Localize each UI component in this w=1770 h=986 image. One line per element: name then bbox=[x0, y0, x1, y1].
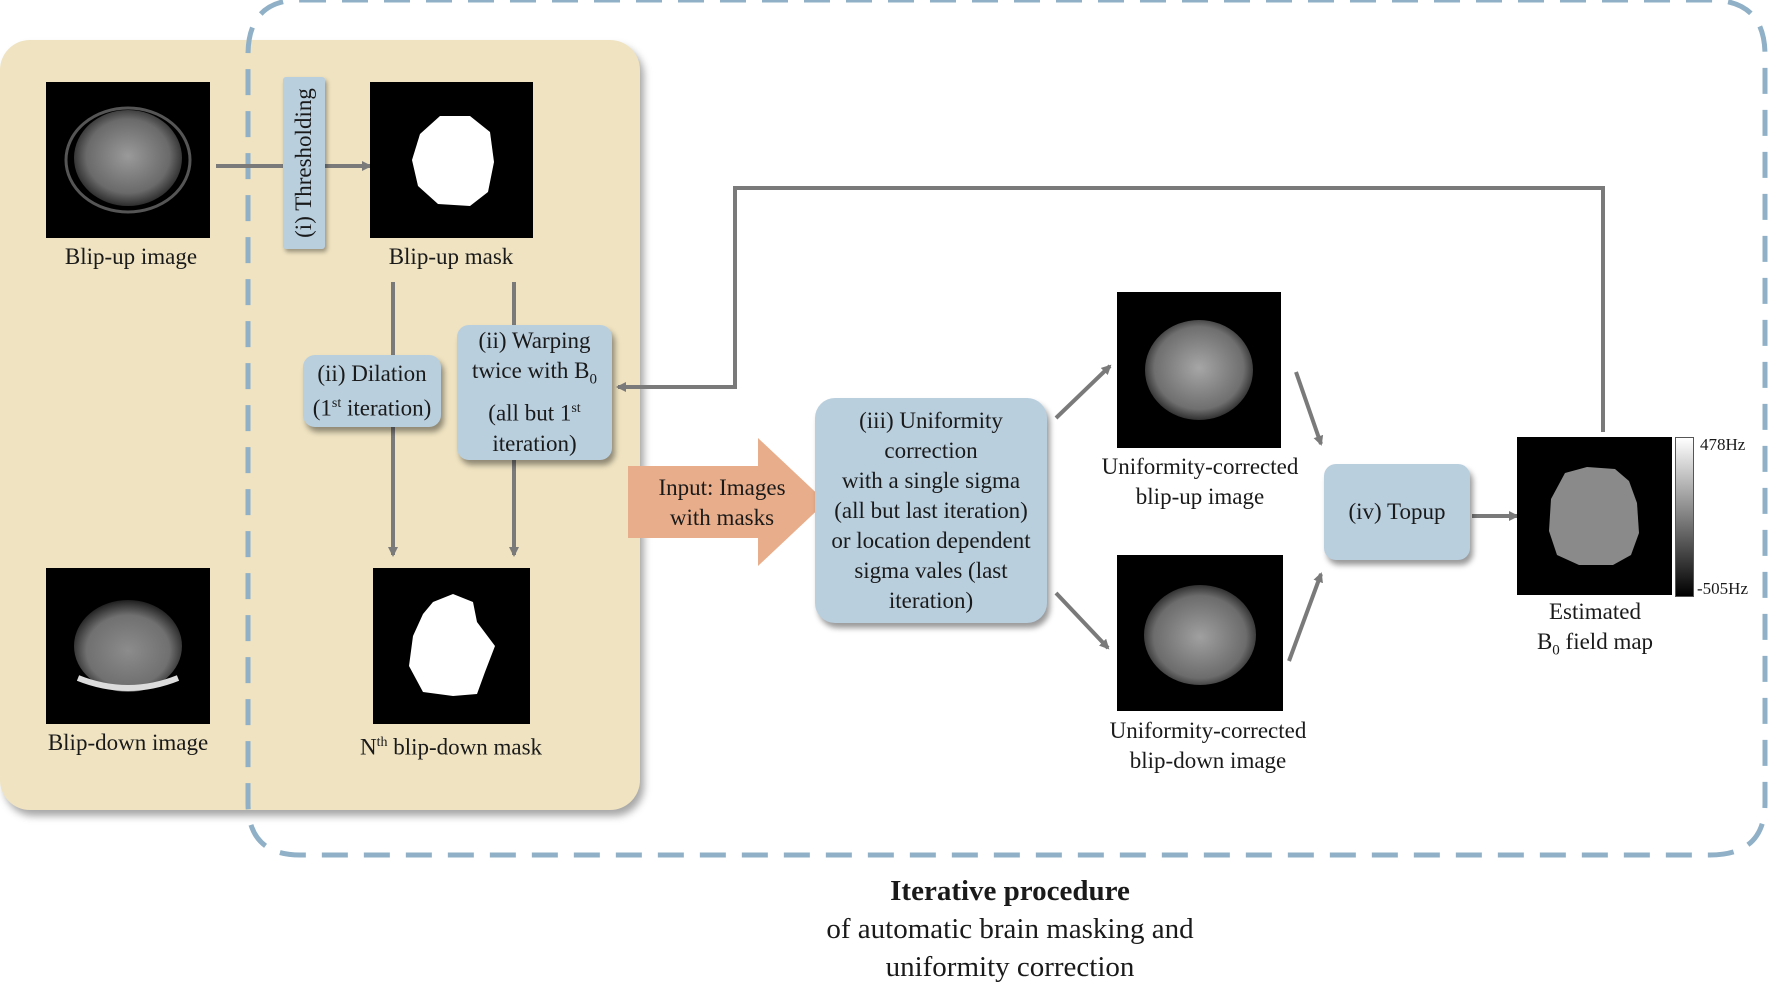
arrow-up-to-topup bbox=[1294, 371, 1324, 446]
caption-line2: of automatic brain masking and bbox=[826, 913, 1194, 945]
thresholding-label: (i) Thresholding bbox=[291, 88, 317, 238]
dilation-step: (ii) Dilation (1st iteration) bbox=[303, 355, 441, 427]
input-arrow-label: Input: Images with masks bbox=[638, 473, 806, 533]
uniformity-line: or location dependent bbox=[831, 527, 1031, 553]
corrected-up-image bbox=[1117, 292, 1281, 448]
arrow-down-to-topup bbox=[1287, 572, 1323, 662]
topup-step: (iv) Topup bbox=[1324, 464, 1470, 560]
blip-down-mask-image bbox=[373, 568, 530, 724]
warping-step: (ii) Warping twice with B0 (all but 1st … bbox=[457, 325, 612, 460]
blip-down-image-label: Blip-down image bbox=[47, 730, 209, 755]
input-arrow-line2: with masks bbox=[669, 505, 775, 530]
warping-line3: (all but 1st bbox=[488, 401, 581, 427]
caption-title: Iterative procedure bbox=[890, 875, 1130, 907]
uniformity-line: (iii) Uniformity bbox=[859, 407, 1003, 433]
input-arrow-shape bbox=[628, 438, 826, 566]
blip-down-image bbox=[46, 568, 210, 724]
field-map-image bbox=[1517, 437, 1672, 595]
iterative-region-border bbox=[245, 0, 1768, 858]
figure-caption: Iterative procedure of automatic brain m… bbox=[700, 872, 1320, 986]
field-map-colorbar bbox=[1675, 437, 1694, 597]
blip-up-image-label: Blip-up image bbox=[64, 244, 198, 269]
uniformity-line: with a single sigma bbox=[841, 467, 1021, 493]
caption-line3: uniformity correction bbox=[885, 951, 1135, 983]
uniformity-correction-step: (iii) Uniformity correction with a single … bbox=[815, 398, 1047, 623]
warping-line4: iteration) bbox=[492, 431, 577, 457]
warping-line2: twice with B0 bbox=[471, 357, 598, 388]
field-map-label: Estimated B0 field map bbox=[1536, 599, 1654, 659]
warping-line1: (ii) Warping bbox=[478, 327, 591, 353]
arrow-feedback-loop bbox=[616, 186, 1605, 432]
blip-up-mask-image bbox=[370, 82, 533, 238]
colorbar-min-label: -505Hz bbox=[1697, 579, 1748, 598]
blip-up-mask-label: Blip-up mask bbox=[388, 244, 514, 269]
blip-up-image bbox=[46, 82, 210, 238]
thresholding-step bbox=[283, 77, 325, 249]
input-arrow-line1: Input: Images bbox=[658, 475, 786, 500]
arrow-to-corrected-up bbox=[1054, 364, 1112, 420]
arrow-to-corrected-down bbox=[1054, 591, 1110, 650]
thresholding-label-wrap: (i) Thresholding bbox=[283, 77, 325, 249]
blip-down-mask-label: Nth blip-down mask bbox=[359, 734, 543, 760]
colorbar-max-label: 478Hz bbox=[1700, 435, 1746, 454]
uniformity-line: sigma vales (last bbox=[854, 557, 1008, 583]
uniformity-line: correction bbox=[884, 437, 978, 463]
dilation-line1: (ii) Dilation bbox=[317, 360, 427, 386]
uniformity-line: iteration) bbox=[888, 587, 974, 613]
uniformity-line: (all but last iteration) bbox=[834, 497, 1028, 523]
dilation-line2: (1st iteration) bbox=[312, 395, 432, 421]
corrected-down-image bbox=[1117, 555, 1283, 711]
